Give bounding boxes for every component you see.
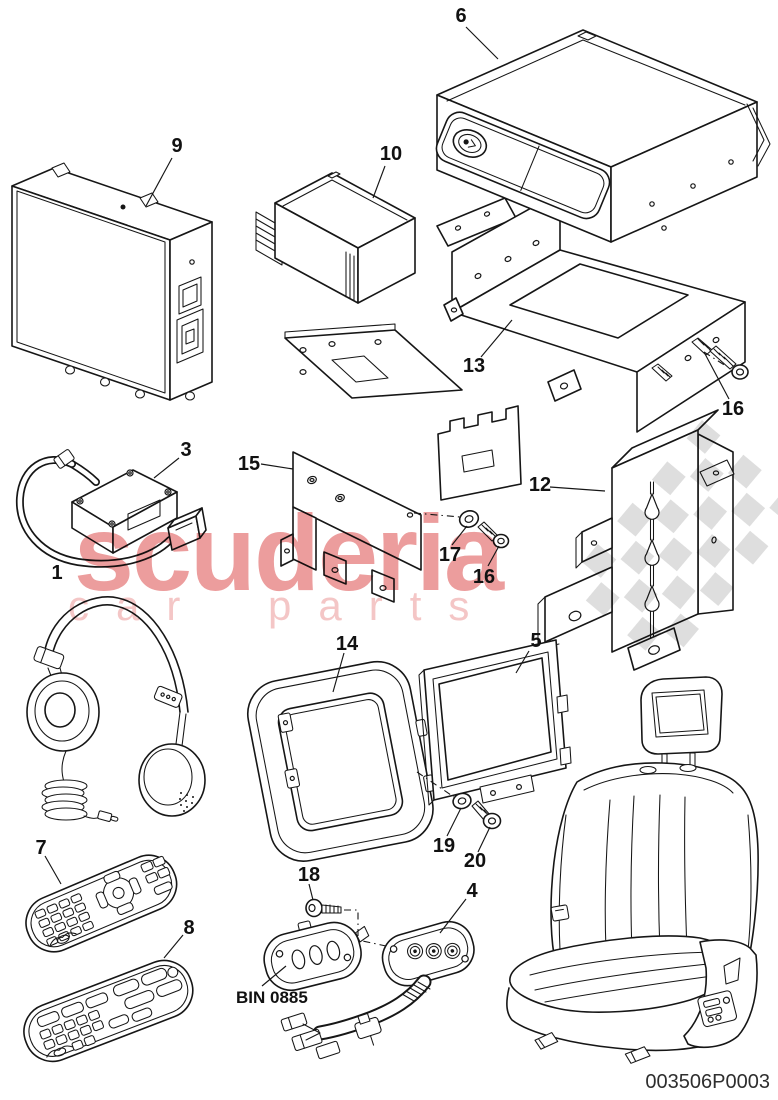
display-screen — [418, 639, 572, 806]
callout-12: 12 — [529, 474, 551, 496]
socket-panel — [280, 920, 475, 1060]
mounting-bracket-15 — [280, 323, 522, 603]
remote-control-7 — [25, 854, 178, 953]
speaker-holes — [179, 792, 194, 812]
remote-8-keys — [39, 1009, 104, 1051]
remote-control-8 — [23, 959, 194, 1063]
control-module — [68, 460, 178, 554]
seat-controls — [697, 990, 738, 1028]
bolt-16-lower — [477, 521, 510, 549]
car-seat — [506, 676, 759, 1064]
artwork — [11, 29, 771, 1064]
washer-19 — [452, 792, 472, 810]
trim-plate — [263, 920, 370, 992]
callout-8: 8 — [183, 917, 194, 939]
callout-6: 6 — [455, 5, 466, 27]
screw-20 — [471, 800, 502, 830]
display-frame — [247, 660, 436, 862]
callout-13: 13 — [463, 355, 485, 377]
callout-17: 17 — [439, 544, 461, 566]
callout-16-lower: 16 — [473, 566, 495, 588]
callout-3: 3 — [180, 439, 191, 461]
wiring-harness-loop — [15, 449, 207, 568]
callout-15: 15 — [238, 453, 260, 475]
brand-wings-icon — [46, 1045, 74, 1058]
remote-7-keys — [34, 893, 94, 947]
callout-19: 19 — [433, 835, 455, 857]
cd-changer — [435, 29, 771, 243]
audio-jack — [97, 810, 119, 822]
pull-strap — [746, 103, 771, 167]
brand-wings-icon — [49, 932, 77, 946]
bolt-16-upper — [709, 345, 749, 380]
callout-5: 5 — [530, 630, 541, 652]
washer-17 — [458, 510, 480, 528]
callouts: 6 9 10 13 16 15 17 16 12 3 1 14 5 19 20 … — [35, 5, 744, 1007]
callout-1: 1 — [51, 562, 62, 584]
leader-lines — [44, 26, 730, 987]
drawing-number: 003506P0003 — [645, 1071, 770, 1093]
watermark-subtitle-text: car parts — [68, 582, 496, 629]
callout-9: 9 — [171, 135, 182, 157]
callout-16-upper: 16 — [722, 398, 744, 420]
amplifier — [11, 162, 213, 401]
callout-14: 14 — [336, 633, 359, 655]
watermark-layer: scuderia car parts — [68, 420, 778, 651]
callout-10: 10 — [380, 143, 402, 165]
callout-18: 18 — [298, 864, 320, 886]
harness-clip — [354, 1012, 382, 1046]
watermark-brand-text: scuderia — [74, 492, 505, 613]
screw-18 — [305, 898, 342, 918]
callout-4: 4 — [466, 880, 478, 902]
callout-20: 20 — [464, 850, 486, 872]
headphones — [26, 596, 206, 822]
callout-7: 7 — [35, 837, 46, 859]
bin-note: BIN 0885 — [236, 988, 308, 1007]
interface-box — [255, 171, 416, 304]
